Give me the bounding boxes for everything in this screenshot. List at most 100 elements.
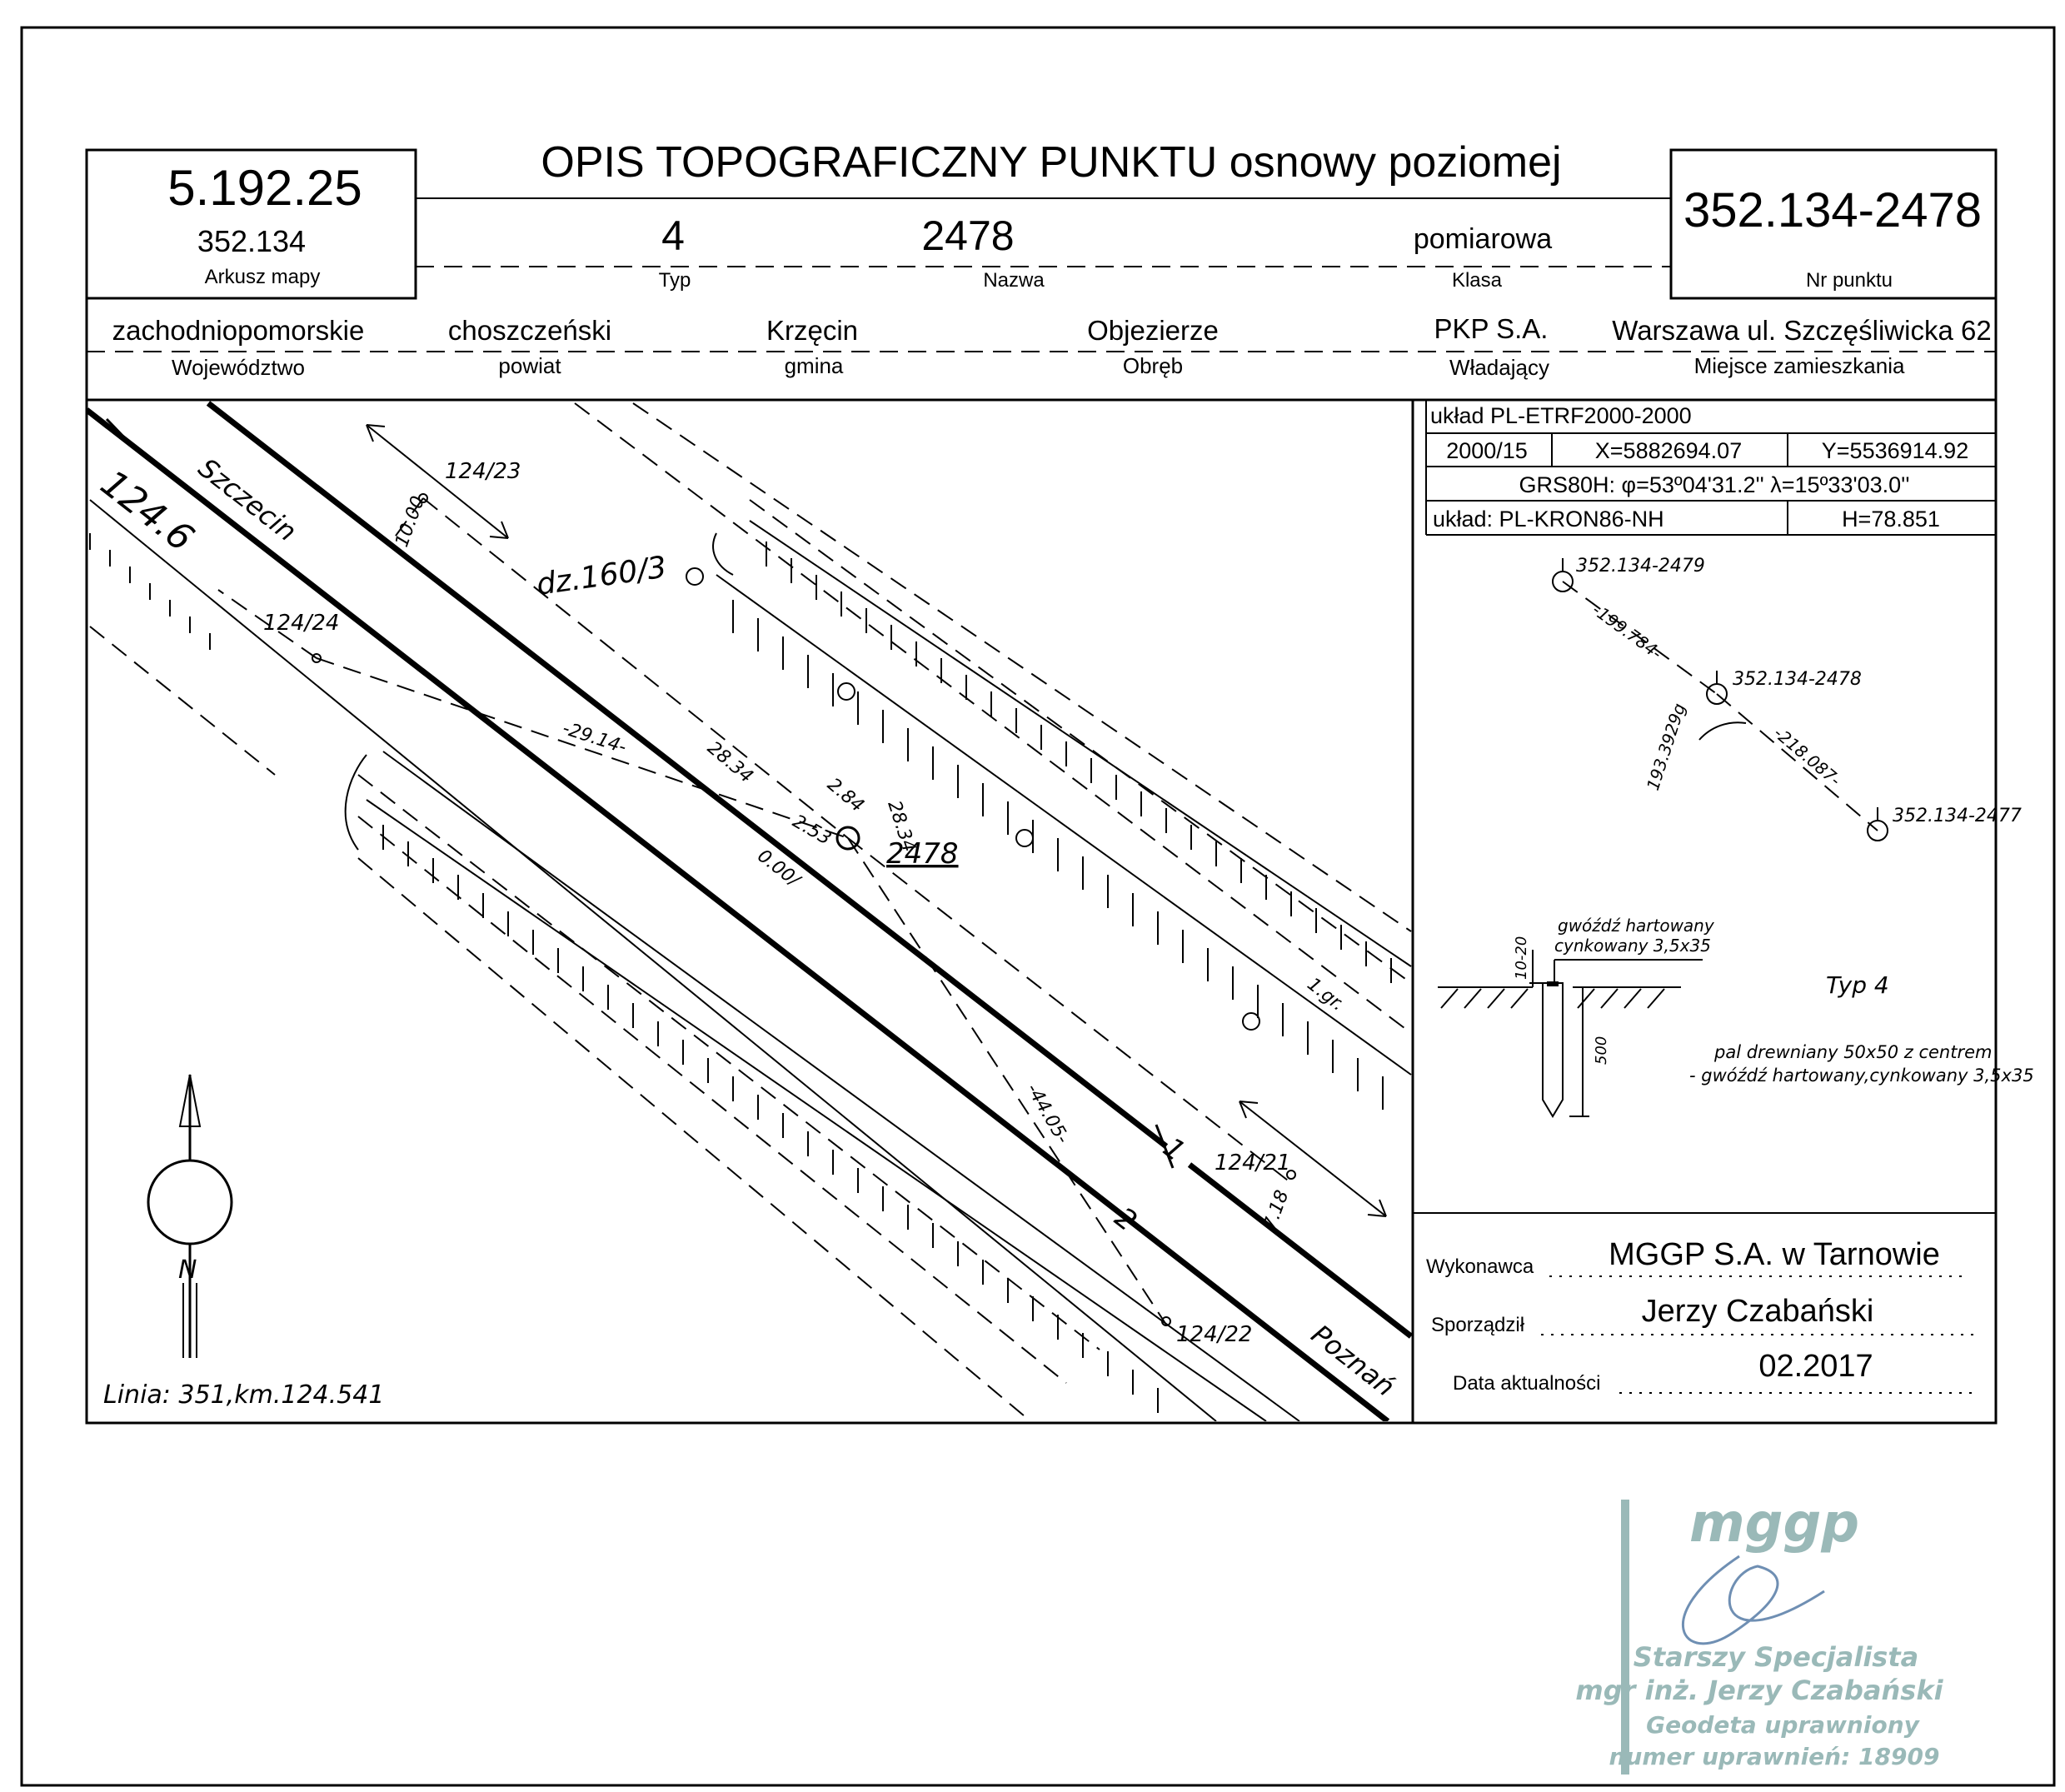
point-label: 2478 [886, 837, 959, 871]
contractor-value: MGGP S.A. w Tarnowie [1609, 1237, 1940, 1272]
marker-description-2: - gwóźdź hartowany,cynkowany 3,5x35 [1689, 1066, 2034, 1086]
angle-label: 193.3929g [1643, 701, 1689, 792]
commune-value: Krzęcin [766, 315, 858, 346]
header: OPIS TOPOGRAFICZNY PUNKTU osnowy poziome… [85, 138, 1998, 400]
marker-description-1: pal drewniany 50x50 z centrem [1713, 1042, 1992, 1062]
contractor-label: Wykonawca [1426, 1255, 1534, 1278]
depth-label: 500 [1593, 1036, 1610, 1065]
witness-label-124-22: 124/22 [1176, 1322, 1252, 1347]
network-label-2478: 352.134-2478 [1733, 669, 1862, 690]
depth-small-label: 10-20 [1513, 936, 1530, 980]
date-value: 02.2017 [1758, 1349, 1873, 1384]
surveyor-stamp: mggp Starszy Specjalista mgr inż. Jerzy … [1575, 1493, 1944, 1775]
distance-2834: 28.34 [703, 737, 756, 787]
stamp-bar [1621, 1500, 1629, 1775]
poznan-label: Poznań [1305, 1318, 1401, 1402]
nail-head [1547, 981, 1559, 986]
sheet-label: Arkusz mapy [205, 266, 321, 288]
stamp-line-4: numer uprawnień: 18909 [1609, 1743, 1940, 1770]
distance-218087: -218.087- [1770, 722, 1845, 790]
residence-value: Warszawa ul. Szczęśliwicka 62 [1612, 315, 1991, 346]
sheet-sub-number: 352.134 [197, 224, 306, 258]
county-value: choszczeński [448, 315, 611, 346]
network-diagram: 352.134-2479 352.134-2478 352.134-2477 -… [1552, 556, 2022, 841]
grs-coordinates: GRS80H: φ=53º04'31.2'' λ=15º33'03.0'' [1519, 472, 1910, 497]
network-link-1 [1562, 581, 1718, 695]
angle-arc [1698, 721, 1747, 741]
network-label-2477: 352.134-2477 [1893, 806, 2022, 826]
km-tick [105, 417, 128, 442]
boundary-point-4 [1242, 1012, 1260, 1031]
site-sketch: 124.6 Szczecin Poznań dz.160/3 2478 Lini… [87, 401, 1413, 1421]
type-label: Typ [659, 269, 691, 292]
residence-label: Miejsce zamieszkania [1694, 353, 1905, 378]
arrow-124-21 [1239, 1101, 1387, 1217]
witness-label-124-21: 124/21 [1215, 1151, 1290, 1176]
owner-value: PKP S.A. [1434, 313, 1549, 344]
distance-0001: 0.00/ [753, 846, 805, 892]
network-label-2479: 352.134-2479 [1576, 556, 1705, 577]
date-label: Data aktualności [1453, 1372, 1600, 1395]
nail-label-2: cynkowany 3,5x35 [1554, 936, 1711, 956]
page-border [20, 26, 2056, 1787]
network-link-2 [1716, 693, 1878, 831]
class-value: pomiarowa [1414, 223, 1552, 255]
marker-detail: gwóźdź hartowany cynkowany 3,5x35 10-20 … [1438, 916, 2034, 1118]
signature [1682, 1555, 1825, 1645]
voivodeship-label: Województwo [172, 355, 305, 380]
track-2-line [87, 407, 1390, 1421]
survey-lines [217, 497, 1292, 1325]
sheet-box [85, 148, 417, 300]
witness-label-124-23: 124/23 [445, 459, 521, 484]
stamp-line-3: Geodeta uprawniony [1646, 1711, 1921, 1739]
boundary-point-3 [1015, 829, 1034, 847]
point-number: 352.134-2478 [1683, 183, 1982, 237]
stamp-line-2: mgr inż. Jerzy Czabański [1575, 1675, 1943, 1706]
height-system: układ: PL-KRON86-NH [1433, 507, 1664, 532]
class-label: Klasa [1452, 269, 1503, 292]
track-1-line [206, 401, 1169, 1149]
nail-label-1: gwóźdź hartowany [1558, 916, 1715, 936]
marker-type: Typ 4 [1826, 971, 1889, 999]
embankment-hatch-lower [89, 499, 1300, 1421]
type-value: 4 [661, 212, 685, 259]
commune-label: gmina [785, 353, 844, 378]
distance-199784: -199.784- [1589, 600, 1666, 664]
county-label: powiat [498, 353, 561, 378]
track-1-line-end [1187, 1162, 1413, 1339]
document-title: OPIS TOPOGRAFICZNY PUNKTU osnowy poziome… [541, 138, 1561, 187]
precinct-label: Obręb [1123, 353, 1183, 378]
witness-124-23 [418, 493, 428, 503]
distance-4405: -44.05- [1022, 1081, 1073, 1148]
coordinate-system: układ PL-ETRF2000-2000 [1430, 403, 1692, 428]
line-info: Linia: 351,km.124.541 [103, 1380, 384, 1410]
coordinate-table: układ PL-ETRF2000-2000 2000/15 X=5882694… [1425, 400, 1996, 536]
stamp-line-1: Starszy Specjalista [1634, 1641, 1918, 1673]
point-number-box [1669, 148, 1998, 300]
coordinate-x: X=5882694.07 [1595, 438, 1742, 463]
distance-253: 2.53 [789, 811, 835, 850]
coordinate-zone: 2000/15 [1446, 438, 1528, 463]
author-value: Jerzy Czabański [1642, 1294, 1874, 1329]
km-label: 124.6 [92, 462, 202, 560]
ground-hatch [1440, 988, 1665, 1009]
boundary-grade-label: 1.gr. [1303, 974, 1348, 1016]
name-value: 2478 [921, 212, 1014, 259]
distance-1000: 10.00 [392, 493, 429, 550]
admin-row: zachodniopomorskie Województwo choszczeń… [112, 313, 1992, 380]
author-label: Sporządził [1431, 1314, 1525, 1336]
witness-124-21 [1286, 1170, 1296, 1180]
boundary-point-1 [686, 567, 704, 586]
point-2478-marker [835, 826, 860, 851]
coordinate-y: Y=5536914.92 [1822, 438, 1968, 463]
distance-284: 2.84 [823, 774, 868, 816]
owner-label: Władający [1449, 355, 1549, 380]
north-arrow-icon: N [147, 1074, 233, 1358]
point-number-label: Nr punktu [1806, 269, 1893, 292]
witness-124-24 [312, 653, 322, 663]
stamp-logo: mggp [1689, 1493, 1859, 1555]
wooden-stake [1542, 982, 1564, 1118]
witness-124-22 [1161, 1316, 1171, 1326]
footer: Wykonawca MGGP S.A. w Tarnowie Sporządzi… [1413, 1212, 1996, 1395]
